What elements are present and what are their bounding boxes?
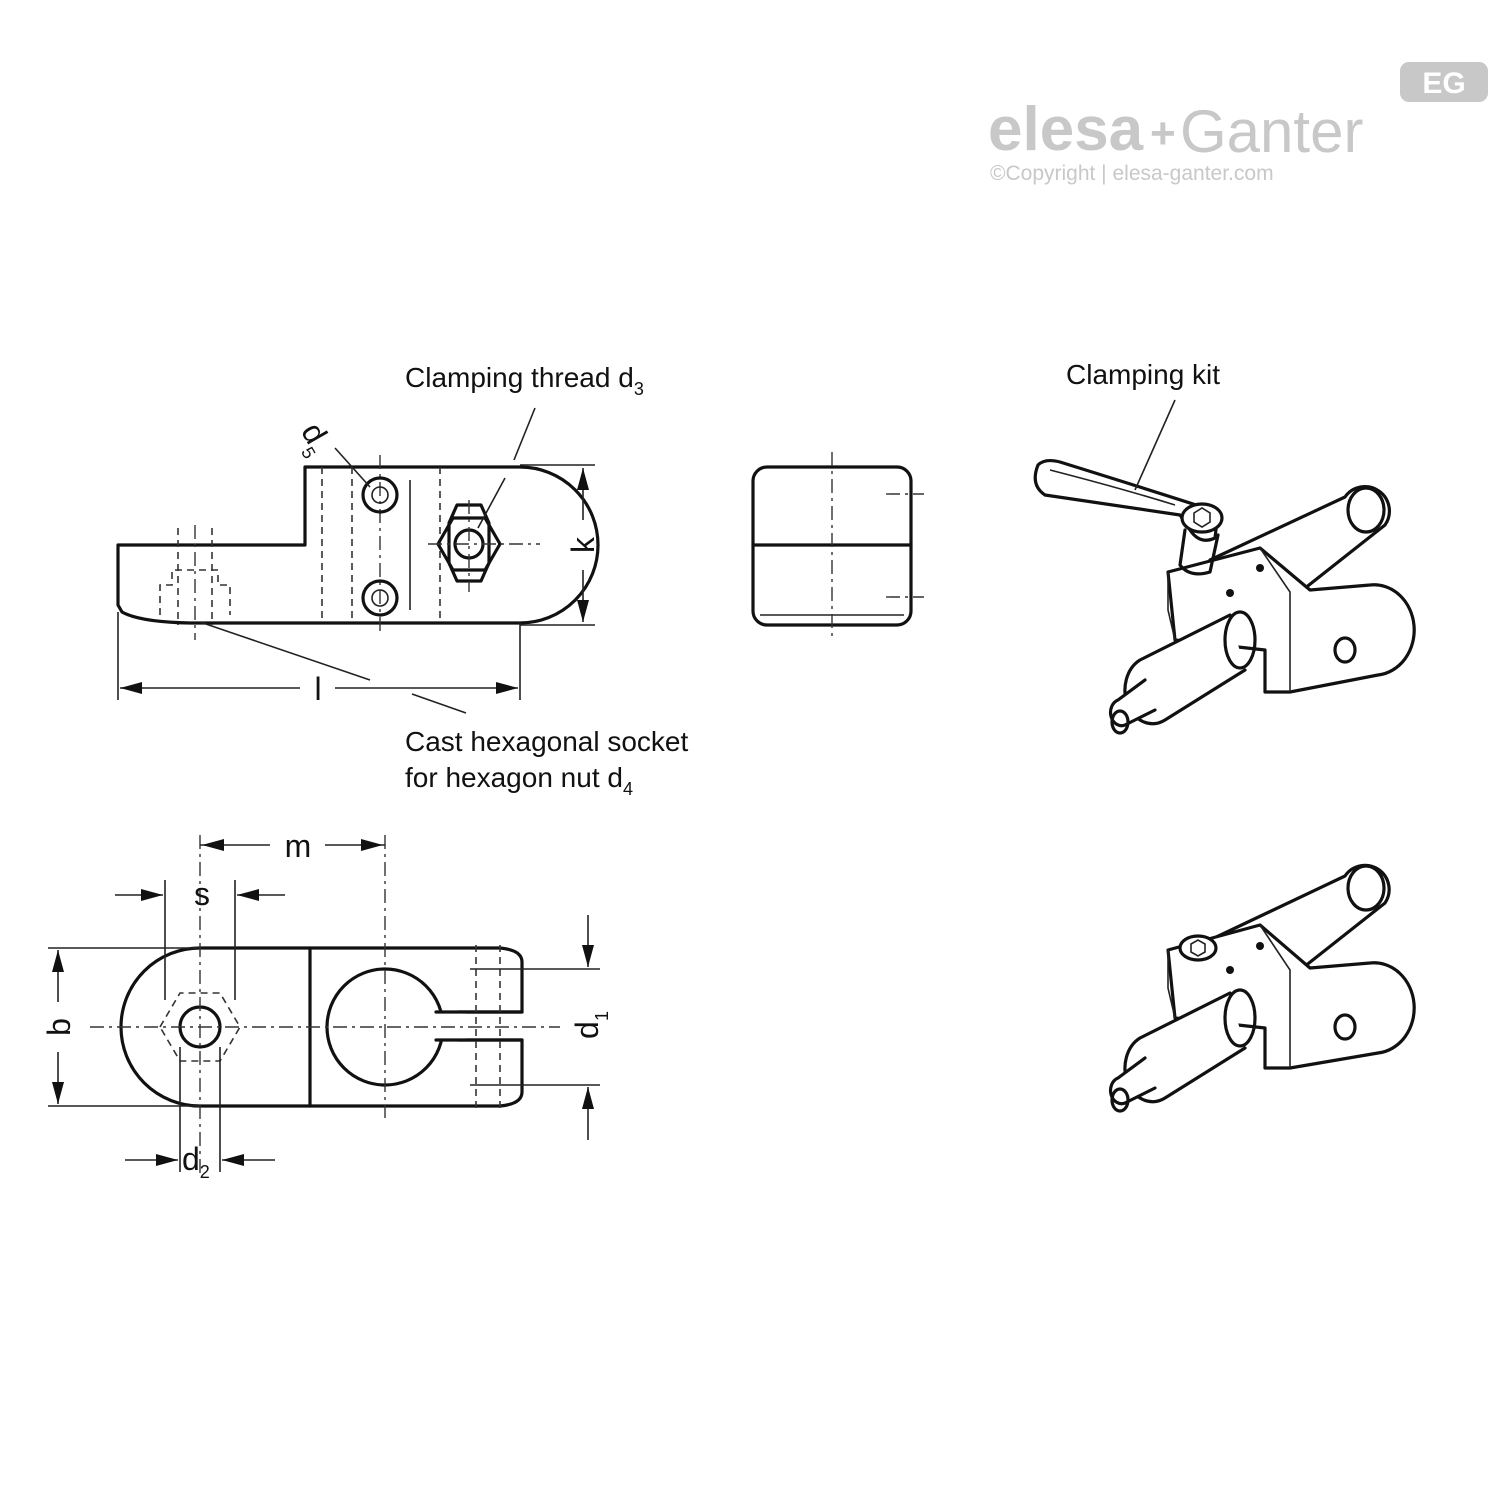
kit-lever-stem <box>1178 528 1220 576</box>
label-clamping-thread: Clamping thread d3 <box>405 362 644 399</box>
side-view: d 5 k l Clamping thread d3 Cast hexagona… <box>116 362 689 799</box>
svg-text:d: d <box>569 1021 605 1039</box>
dim-d2: d2 <box>182 1141 210 1182</box>
kit-lever-hub <box>1180 502 1224 534</box>
arrow-s-left <box>141 889 163 901</box>
dim-s: s <box>194 876 210 912</box>
svg-text:5: 5 <box>297 443 319 462</box>
hexagon-nut-outline <box>436 516 502 572</box>
arrow-k-bottom <box>577 600 589 622</box>
kit-pin <box>1108 678 1157 728</box>
arrow-d1-bottom <box>582 1087 594 1109</box>
screw-bottom-inner <box>371 589 389 607</box>
kit-rod-front-end <box>1223 610 1257 670</box>
assembly-iso <box>1108 863 1416 1113</box>
front-view <box>751 452 924 640</box>
leader-cast-socket-2 <box>411 693 467 714</box>
arrow-k-top <box>577 468 589 490</box>
arrow-l-left <box>120 682 142 694</box>
asm-screw-head <box>1178 934 1218 962</box>
arrow-d2-right <box>222 1154 244 1166</box>
label-clamping-kit: Clamping kit <box>1066 359 1220 390</box>
arrow-b-bottom <box>52 1082 64 1104</box>
kit-mount-hole <box>1333 636 1357 664</box>
kit-rod-back <box>1208 485 1391 602</box>
asm-pin <box>1108 1056 1157 1106</box>
asm-screw-socket <box>1190 939 1206 957</box>
kit-rod-end <box>1346 486 1386 534</box>
label-cast-socket-1: Cast hexagonal socket <box>405 726 689 757</box>
kit-lever-groove <box>1049 469 1176 506</box>
asm-body-edge <box>1259 924 1291 1068</box>
asm-mount-hole <box>1333 1013 1357 1041</box>
clamping-kit-iso: Clamping kit <box>1033 359 1416 735</box>
top-view: m s b d 1 d2 <box>41 828 612 1182</box>
leader-clamping-thread-2 <box>477 477 506 529</box>
kit-pin-end <box>1110 709 1130 735</box>
kit-screw-dot-2 <box>1226 589 1234 597</box>
dim-b: b <box>41 1018 77 1036</box>
leader-clamping-kit <box>1134 399 1176 491</box>
brand-copyright: ©Copyright | elesa-ganter.com <box>990 162 1274 185</box>
kit-lever-socket <box>1193 507 1211 528</box>
leader-d5 <box>334 447 371 488</box>
screw-top-inner <box>371 486 389 504</box>
dim-d5: d 5 <box>294 416 334 462</box>
kit-screw-dot-1 <box>1256 564 1264 572</box>
brand-plus: + <box>1150 109 1176 158</box>
svg-text:1: 1 <box>592 1011 612 1021</box>
top-view-outline <box>119 946 524 1108</box>
brand-logo: EG elesa + Ganter ©Copyright | elesa-gan… <box>988 62 1488 185</box>
asm-screw-dot-2 <box>1226 966 1234 974</box>
leader-cast-socket <box>199 621 371 681</box>
asm-rod-end <box>1346 864 1386 912</box>
leader-clamping-thread <box>513 407 536 461</box>
asm-screw-dot-1 <box>1256 942 1264 950</box>
brand-name-right: Ganter <box>1180 98 1363 165</box>
kit-body-side <box>1167 572 1176 641</box>
dim-l: l <box>314 671 321 707</box>
arrow-d2-left <box>156 1154 178 1166</box>
screw-top-icon <box>361 476 399 514</box>
arrow-m-left <box>202 839 224 851</box>
dim-d1: d 1 <box>569 1011 612 1039</box>
brand-badge-text: EG <box>1422 67 1465 100</box>
arrow-l-right <box>496 682 518 694</box>
brand-badge <box>1400 62 1488 102</box>
dim-k: k <box>565 536 601 553</box>
brand-name-left: elesa <box>988 95 1144 164</box>
arrow-m-right <box>361 839 383 851</box>
arrow-d1-top <box>582 945 594 967</box>
screw-bottom-icon <box>361 579 399 617</box>
asm-rod-front-end <box>1223 988 1257 1048</box>
asm-body-side <box>1167 950 1176 1019</box>
asm-rod-back <box>1208 863 1391 980</box>
kit-body-edge <box>1259 547 1291 692</box>
arrow-b-top <box>52 950 64 972</box>
dim-m: m <box>285 828 312 864</box>
arrow-s-right <box>237 889 259 901</box>
label-cast-socket-2: for hexagon nut d4 <box>405 762 633 799</box>
clamp-slot-mask <box>436 1013 466 1039</box>
asm-pin-end <box>1110 1087 1130 1113</box>
side-view-outline <box>116 465 600 625</box>
